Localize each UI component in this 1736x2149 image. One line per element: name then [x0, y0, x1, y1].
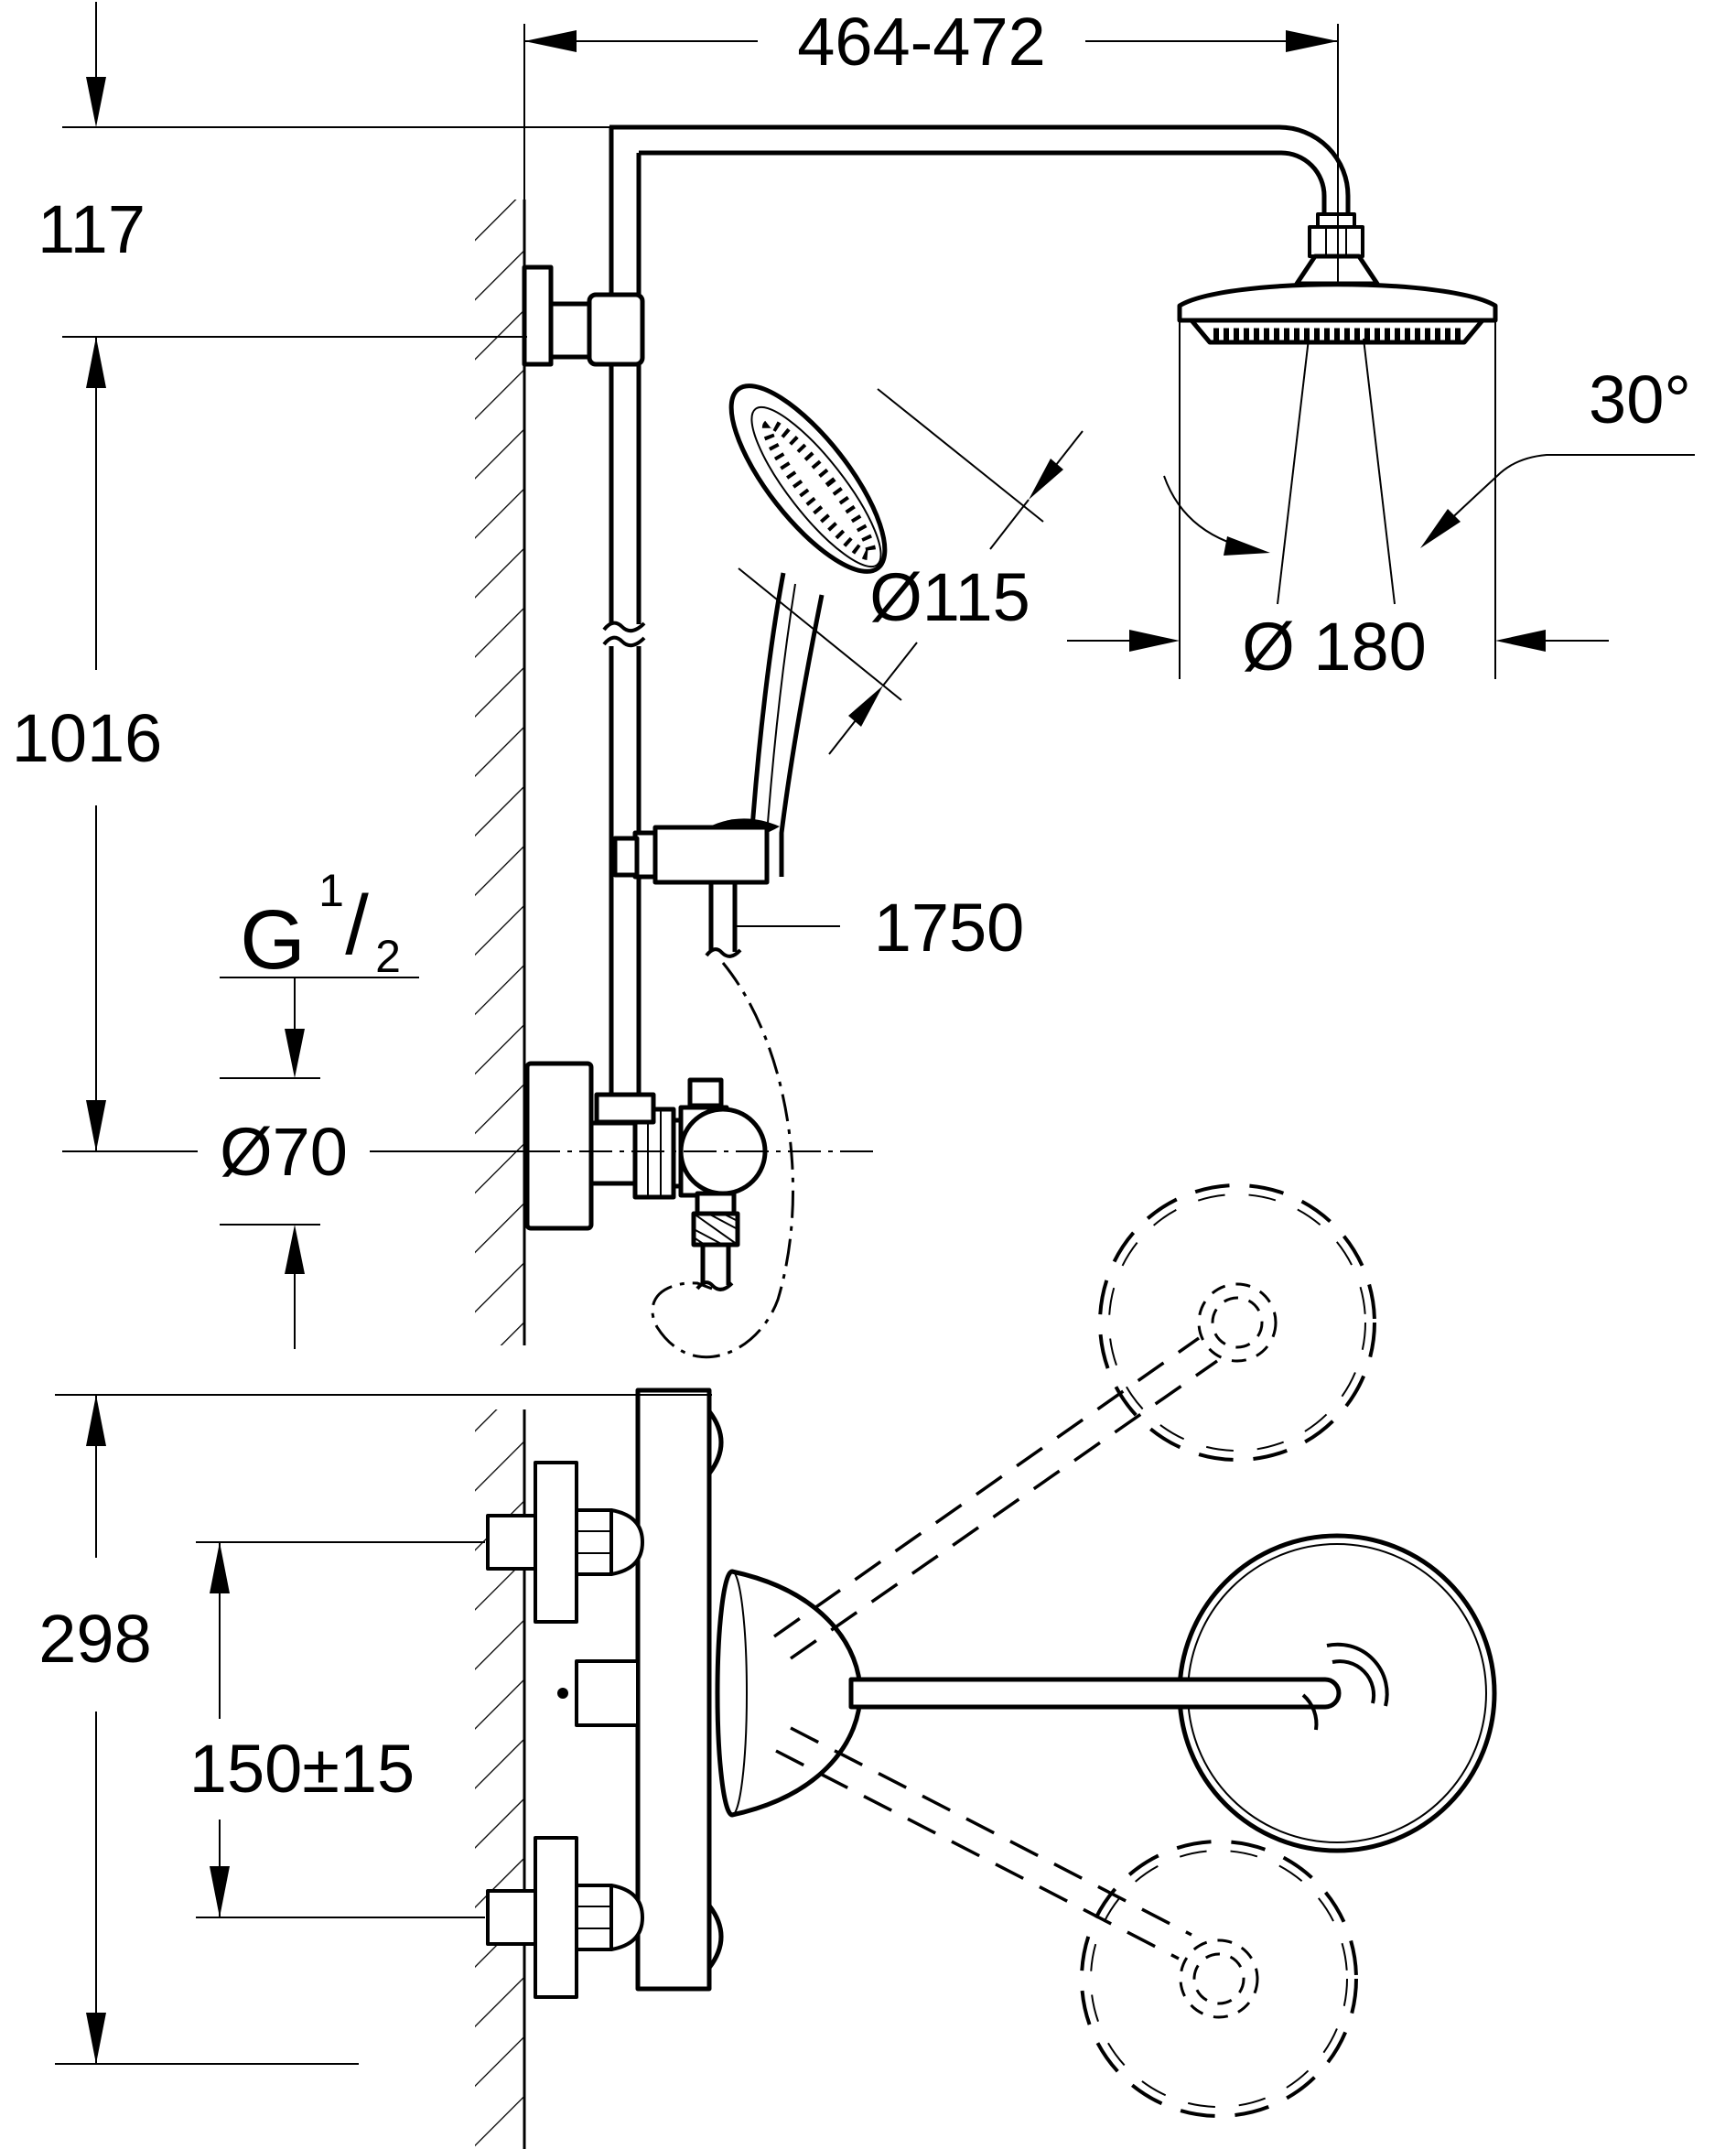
thermostat-plan — [486, 1388, 724, 1999]
callout-hose-length-label: 1750 — [874, 890, 1025, 966]
thermostat-side — [524, 1061, 768, 1291]
dim-hand-shower: Ø115 — [738, 388, 1084, 755]
head-shower-plan — [715, 1533, 1497, 1853]
dim-inlet-spacing: 150±15 — [189, 1541, 485, 1918]
dim-hand-shower-label: Ø115 — [869, 559, 1030, 635]
hose-break-mark — [705, 947, 742, 958]
slide-rail — [602, 127, 646, 1096]
shower-arm — [609, 124, 1351, 214]
wall-section-side — [475, 200, 526, 1345]
thermostat-body — [635, 1388, 712, 1992]
head-shower-dome — [1177, 282, 1498, 323]
shower-hose-loop — [651, 962, 794, 1359]
dim-head-offset-label: 117 — [38, 191, 146, 267]
swivel-positions — [772, 1183, 1376, 2118]
hand-shower-side — [728, 383, 888, 877]
dim-escutcheon: Ø70 — [62, 1029, 877, 1349]
dim-head-shower-label: Ø 180 — [1242, 609, 1427, 685]
ghost-circle-bottom — [1080, 1840, 1358, 2118]
inlet-union-top — [486, 1461, 644, 1624]
dim-rail-height: 1016 — [12, 337, 163, 1151]
hand-shower-cone-holder — [715, 1569, 863, 1818]
hose-coupling — [691, 1211, 740, 1247]
hand-shower-handle — [748, 572, 786, 876]
callout-thread: G 1 / 2 — [220, 865, 419, 1029]
hand-spray-face — [761, 418, 877, 561]
dim-head-offset: 117 — [38, 2, 609, 338]
dim-top-width: 464-472 — [523, 4, 1339, 286]
rail-break-mark — [602, 635, 646, 648]
thread-label-g: G — [240, 893, 306, 987]
rail-break-mark — [602, 621, 646, 633]
dim-head-shower: Ø 180 — [1067, 306, 1609, 685]
dim-rail-height-label: 1016 — [12, 700, 163, 776]
hand-shower-holder — [612, 818, 780, 958]
dim-top-width-label: 464-472 — [797, 4, 1046, 80]
ball-joint-arc — [1326, 1642, 1389, 1707]
side-view — [475, 124, 1498, 1359]
outlet-center — [557, 1659, 640, 1727]
dim-swivel-angle: 30° — [1163, 338, 1695, 605]
thread-label-num: 1 — [318, 865, 344, 916]
dim-body-height: 298 — [38, 1394, 712, 2065]
dim-swivel-angle-label: 30° — [1589, 362, 1691, 437]
dim-escutcheon-label: Ø70 — [220, 1114, 348, 1190]
thread-label-den: 2 — [375, 931, 401, 982]
inlet-union-bottom — [486, 1836, 644, 1999]
dimensions: 464-472 117 1016 G 1 / 2 — [12, 2, 1695, 2065]
shower-arm-plan — [848, 1677, 1342, 1710]
wall-escutcheon — [524, 1061, 594, 1231]
wall-bracket — [522, 265, 645, 367]
ghost-circle-top — [1098, 1183, 1376, 1462]
dim-inlet-spacing-label: 150±15 — [189, 1731, 415, 1807]
thread-label-slash: / — [345, 879, 369, 972]
dim-body-height-label: 298 — [38, 1601, 151, 1677]
plan-view — [475, 1183, 1497, 2149]
callout-hose-length: 1750 — [737, 890, 1024, 966]
